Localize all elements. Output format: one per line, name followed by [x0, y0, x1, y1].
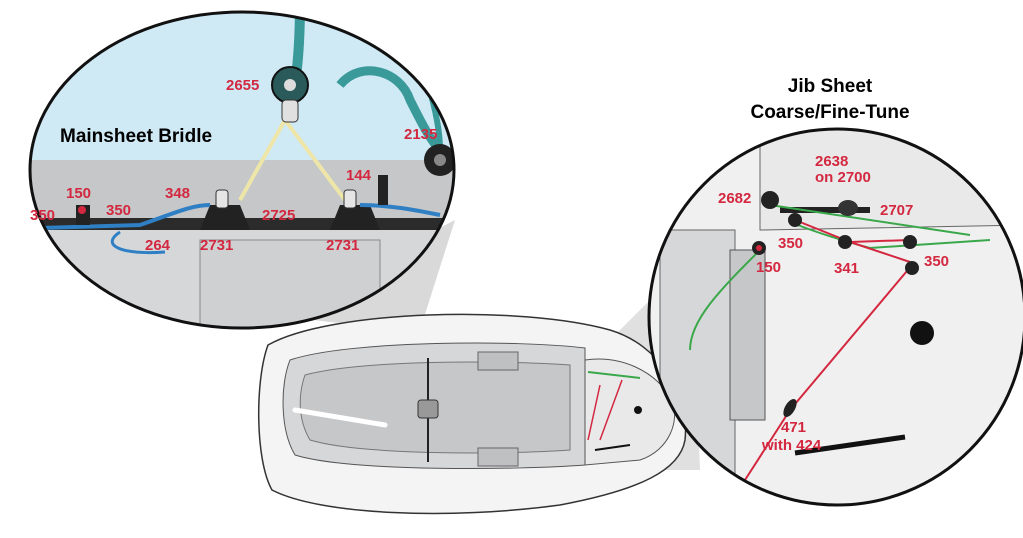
label-341: 341	[834, 260, 859, 277]
boat-overview	[257, 313, 687, 515]
jib-sheet-title: Jib Sheet	[788, 76, 873, 97]
label-2725: 2725	[262, 207, 295, 224]
bridle-inset-border	[28, 10, 456, 330]
label-150: 150	[66, 185, 91, 202]
label-150: 150	[756, 259, 781, 276]
label-471: 471	[781, 419, 806, 436]
label-2638: 2638	[815, 153, 848, 170]
label-with-424: with 424	[761, 437, 822, 454]
mainsheet-bridle-title: Mainsheet Bridle	[60, 126, 212, 147]
label-348: 348	[165, 185, 190, 202]
label-144: 144	[346, 167, 372, 184]
label-2135: 2135	[404, 126, 437, 143]
jib-inset-border	[647, 127, 1023, 507]
label-264: 264	[145, 237, 171, 254]
label-2731-left: 2731	[200, 237, 233, 254]
label-350-a: 350	[778, 235, 803, 252]
label-2707: 2707	[880, 202, 913, 219]
label-2655: 2655	[226, 77, 259, 94]
label-350-mid: 350	[106, 202, 131, 219]
jib-sheet-subtitle: Coarse/Fine-Tune	[750, 102, 909, 123]
label-350-left: 350	[30, 207, 55, 224]
label-350-b: 350	[924, 253, 949, 270]
label-on-2700: on 2700	[815, 169, 871, 186]
label-2731-right: 2731	[326, 237, 359, 254]
label-2682: 2682	[718, 190, 751, 207]
